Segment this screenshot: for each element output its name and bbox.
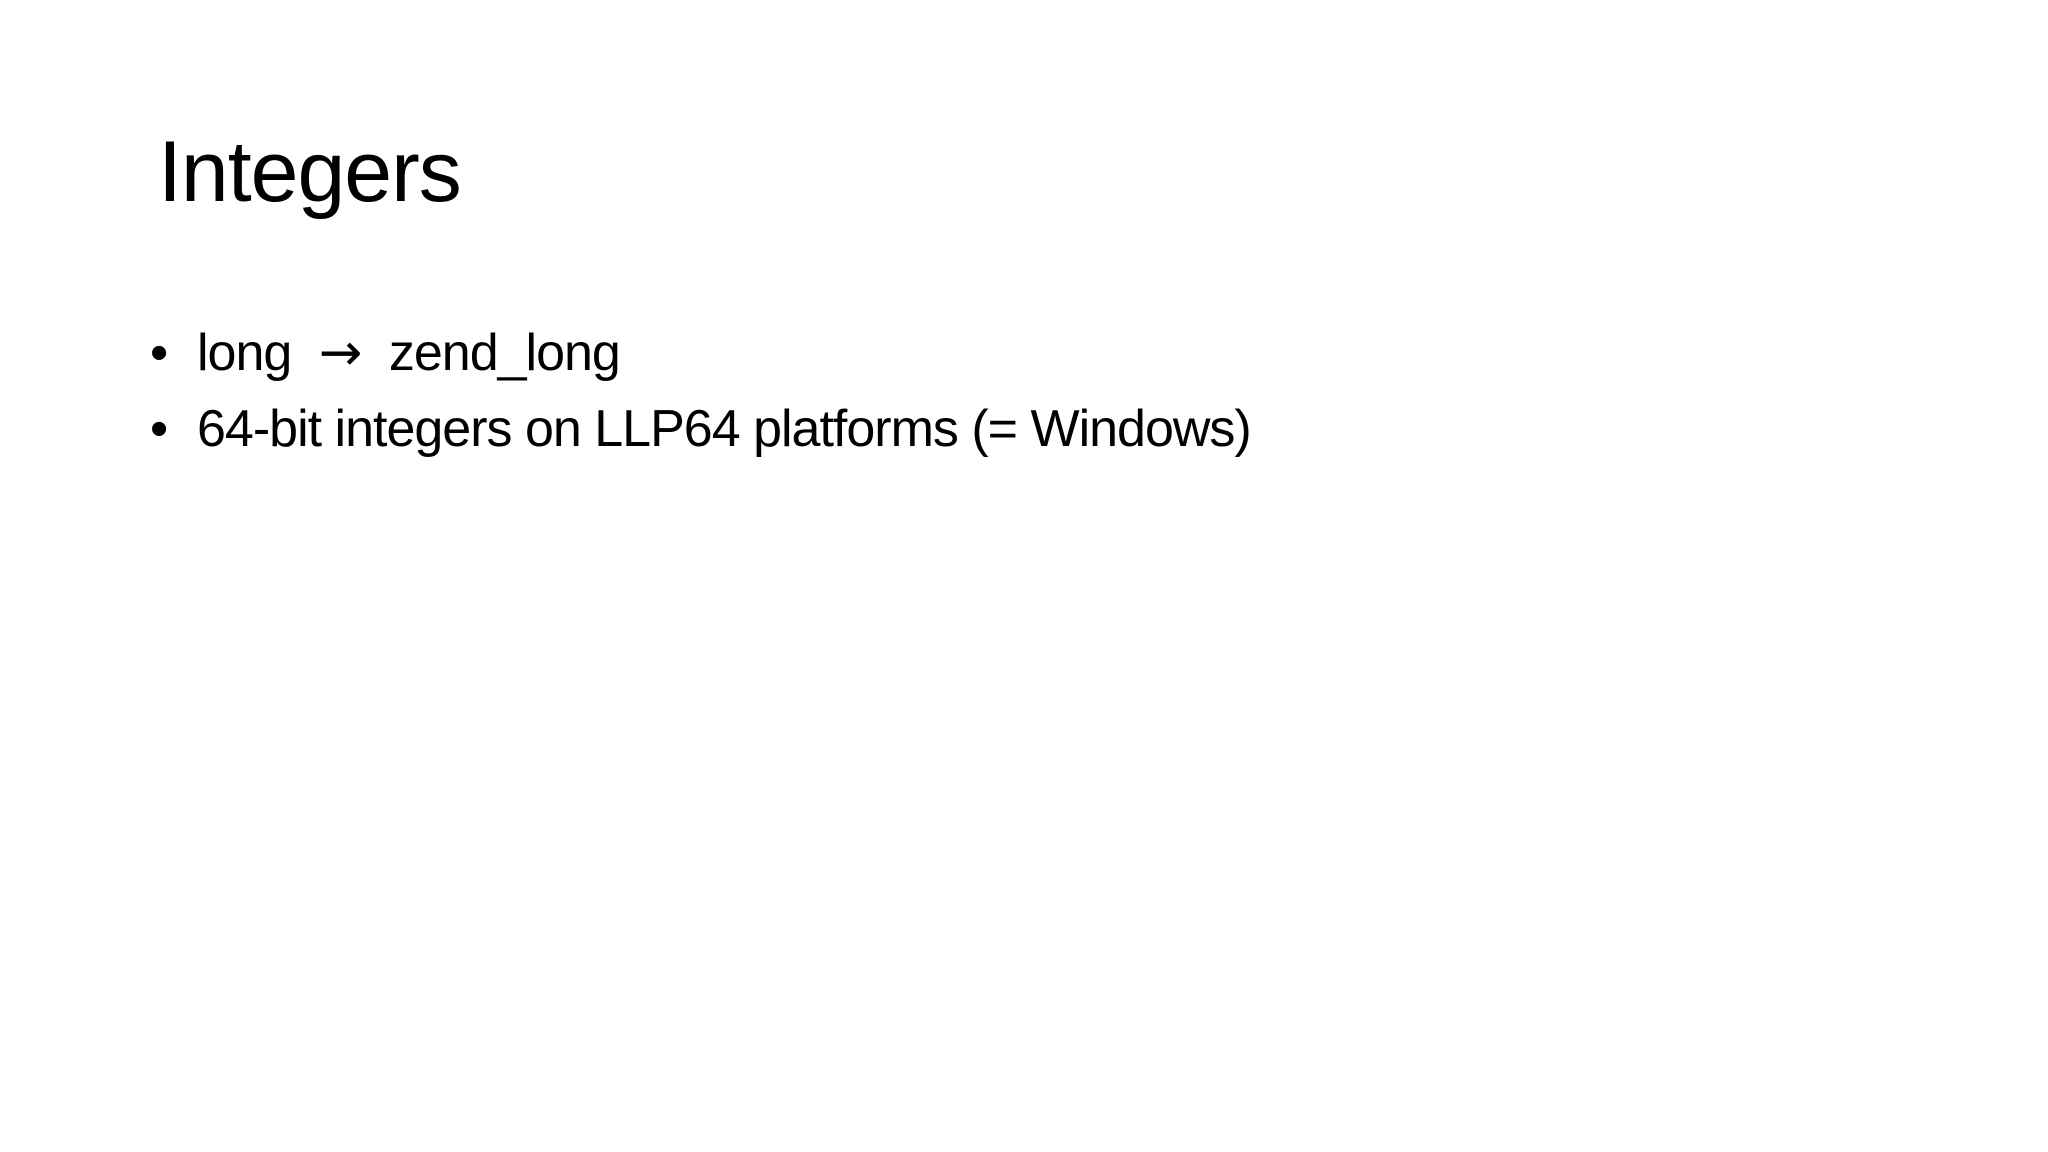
bullet-marker: • bbox=[150, 400, 168, 458]
bullet-item: • 64-bit integers on LLP64 platforms (= … bbox=[150, 400, 1252, 458]
bullet-text: 64-bit integers on LLP64 platforms (= Wi… bbox=[197, 400, 1252, 458]
bullet-marker: • bbox=[150, 324, 168, 382]
bullet-text-after-arrow: zend_long bbox=[388, 324, 621, 382]
bullet-text-before-arrow: long bbox=[197, 324, 292, 382]
right-arrow-icon: → bbox=[318, 323, 363, 383]
bullet-item: • long → zend_long bbox=[150, 327, 1251, 379]
bullet-list: • long → zend_long • 64-bit integers on … bbox=[150, 327, 1252, 458]
bullet-text: long → zend_long bbox=[197, 324, 621, 382]
slide-title: Integers bbox=[158, 124, 462, 220]
